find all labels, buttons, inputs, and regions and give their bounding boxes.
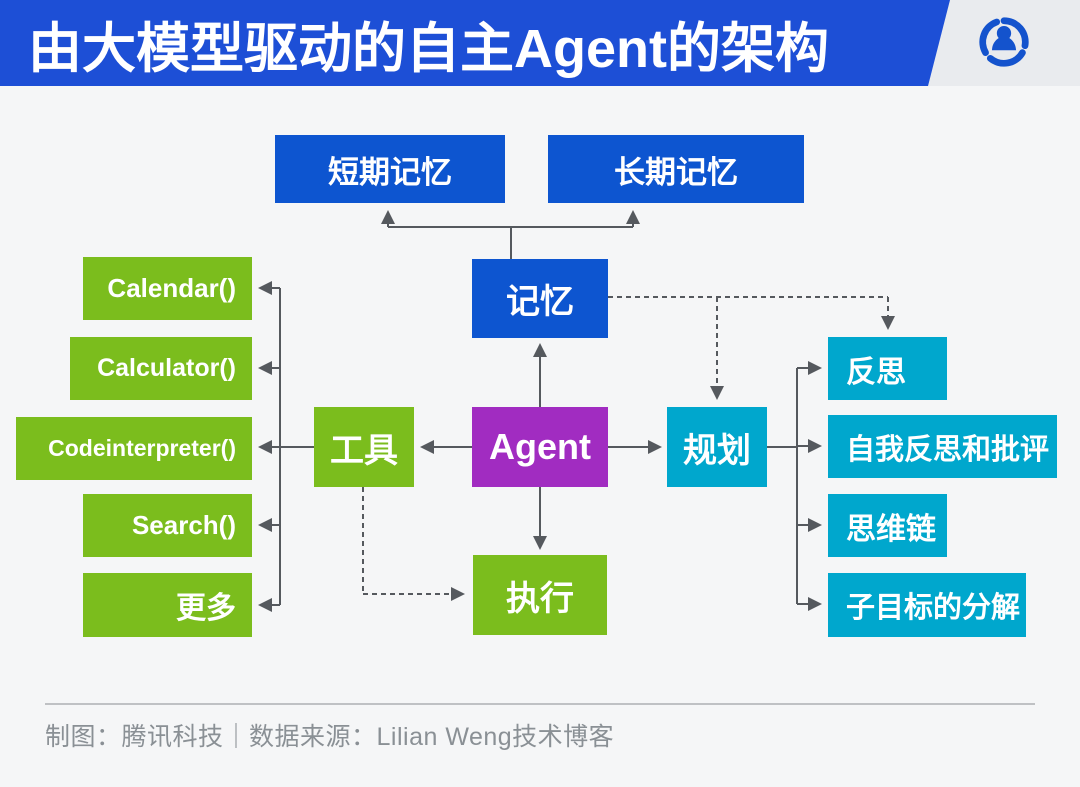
- node-planning: 规划: [667, 407, 767, 487]
- tool-item-more: 更多: [83, 573, 252, 637]
- node-label: 规划: [683, 431, 751, 470]
- tool-item-label: Calendar(): [107, 273, 236, 303]
- node-label: 工具: [330, 431, 398, 470]
- tool-item-calculator: Calculator(): [70, 337, 252, 400]
- tool-item-search: Search(): [83, 494, 252, 557]
- tool-item-label: Calculator(): [97, 354, 236, 382]
- header-strip: 由大模型驱动的自主Agent的架构: [0, 0, 1080, 86]
- node-label: 执行: [506, 579, 574, 618]
- dashed-arrows: [362, 296, 895, 601]
- tool-item-label: 更多: [176, 592, 236, 625]
- node-label: 记忆: [506, 283, 574, 321]
- node-action: 执行: [473, 555, 607, 635]
- planning-item-label: 反思: [846, 355, 906, 389]
- node-short-term-memory: 短期记忆: [275, 135, 505, 203]
- node-agent: Agent: [472, 407, 608, 487]
- planning-item-reflection: 反思: [828, 337, 947, 400]
- planning-item-label: 思维链: [846, 512, 936, 546]
- page-title: 由大模型驱动的自主Agent的架构: [28, 18, 829, 79]
- planning-item-label: 自我反思和批评: [846, 433, 1050, 466]
- planning-item-chain-of-thought: 思维链: [828, 494, 947, 557]
- tool-item-label: Search(): [131, 510, 236, 540]
- planning-item-label: 子目标的分解: [846, 592, 1021, 624]
- tool-item-label: Codeinterpreter(): [48, 435, 236, 461]
- node-label: Agent: [489, 426, 591, 467]
- tool-item-calendar: Calendar(): [83, 257, 252, 320]
- node-label: 长期记忆: [614, 154, 738, 190]
- planning-item-subgoal-decomposition: 子目标的分解: [828, 573, 1026, 637]
- tool-item-codeinterpreter: Codeinterpreter(): [16, 417, 252, 480]
- title-banner: 由大模型驱动的自主Agent的架构: [0, 0, 950, 86]
- node-tools: 工具: [314, 407, 414, 487]
- planning-item-self-criticism: 自我反思和批评: [828, 415, 1057, 478]
- node-long-term-memory: 长期记忆: [548, 135, 804, 203]
- node-memory: 记忆: [472, 259, 608, 338]
- tencent-qq-logo-icon: [975, 17, 1029, 71]
- node-label: 短期记忆: [328, 154, 452, 190]
- footer-credit: 制图：腾讯科技｜数据来源：Lilian Weng技术博客: [45, 723, 615, 751]
- footer-divider: [45, 703, 1035, 705]
